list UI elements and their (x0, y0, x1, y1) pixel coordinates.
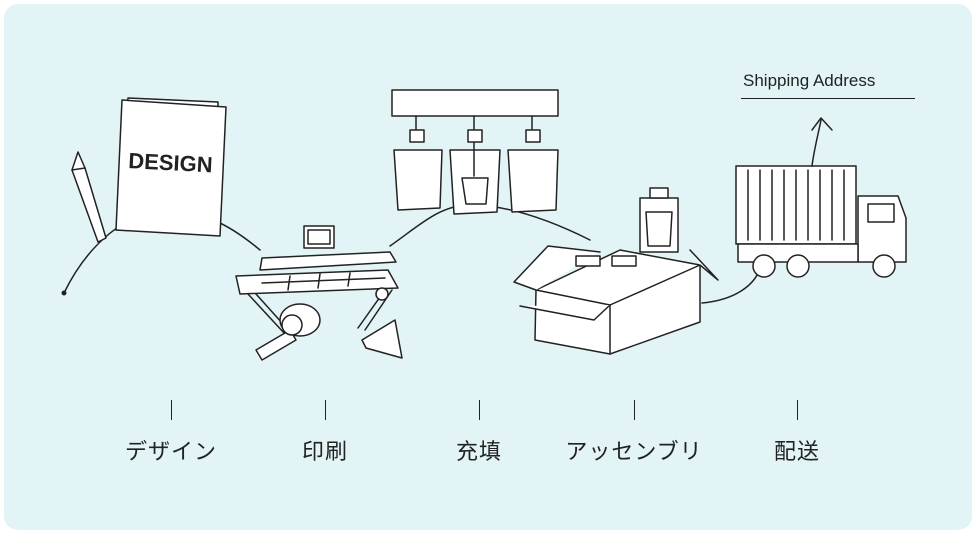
shipping-address-underline (741, 98, 915, 99)
step-label: 配送 (773, 440, 820, 465)
box-icon (513, 187, 719, 355)
pencil-icon (71, 151, 107, 243)
step-label: 印刷 (301, 440, 348, 465)
pouch-icon (393, 141, 559, 215)
step-tick (324, 400, 326, 420)
step-print: 印刷 (250, 400, 400, 466)
step-assembly: アッセンブリ (559, 400, 709, 466)
shipping-address-label: Shipping Address (743, 71, 876, 90)
truck-icon (735, 165, 907, 278)
step-fill: 充填 (404, 400, 554, 466)
step-delivery: 配送 (722, 400, 872, 466)
step-tick (633, 400, 635, 420)
step-label: アッセンブリ (565, 440, 703, 465)
document-icon: DESIGN (115, 97, 227, 237)
step-label: デザイン (124, 440, 217, 465)
filling-machine-icon (391, 89, 559, 143)
step-label: 充填 (455, 440, 502, 465)
document-cover-text: DESIGN (128, 148, 214, 177)
step-tick (478, 400, 480, 420)
arrow-up-icon (811, 117, 833, 167)
step-design: デザイン (96, 400, 246, 466)
step-tick (170, 400, 172, 420)
printer-icon (235, 225, 403, 361)
step-tick (796, 400, 798, 420)
